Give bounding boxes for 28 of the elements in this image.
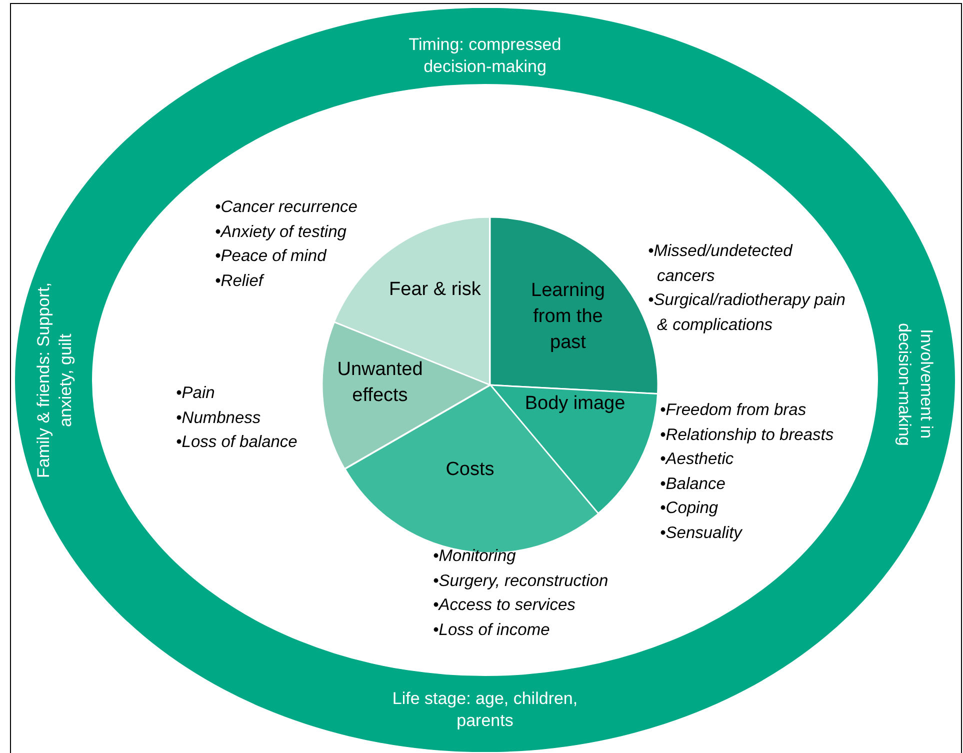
bullet-item: •Aesthetic	[660, 449, 735, 470]
bullet-item: •Freedom from bras	[660, 400, 808, 421]
bullet-item: •Anxiety of testing	[215, 222, 348, 242]
bullet-item: •Sensuality	[660, 522, 744, 544]
bullet-item: •Surgical/radiotherapy pain & complications	[648, 290, 846, 336]
bullet-item: •Cancer recurrence	[215, 197, 358, 218]
slice-label: Body image	[524, 392, 626, 416]
ring-label: Involvement in decision-making	[894, 322, 937, 448]
bullet-item: •Surgery, reconstruction	[433, 570, 610, 592]
bullet-item: •Peace of mind	[215, 246, 328, 267]
bullet-item: •Coping	[660, 498, 720, 519]
bullet-item: •Pain	[176, 383, 216, 404]
bullet-item: •Relief	[215, 270, 266, 292]
bullet-item: •Missed/undetected cancers	[648, 241, 794, 286]
ring-label: Life stage: age, children, parents	[391, 688, 579, 732]
bullet-item: •Monitoring	[433, 546, 517, 567]
bullet-item: •Balance	[660, 474, 726, 494]
slice-label: Unwanted effects	[336, 358, 424, 408]
bullet-item: •Loss of balance	[176, 432, 298, 453]
bullet-item: •Loss of income	[433, 620, 551, 640]
ring-label: Family & friends: Support, anxiety, guilt	[33, 281, 76, 480]
slice-label: Fear & risk	[388, 278, 482, 302]
slice-label: Learning from the past	[530, 279, 606, 355]
slice-label: Costs	[444, 458, 496, 482]
bullet-item: •Relationship to breasts	[660, 424, 835, 446]
ring-label: Timing: compressed decision-making	[408, 34, 562, 78]
bullet-item: •Access to services	[433, 595, 576, 616]
bullet-item: •Numbness	[176, 408, 262, 428]
